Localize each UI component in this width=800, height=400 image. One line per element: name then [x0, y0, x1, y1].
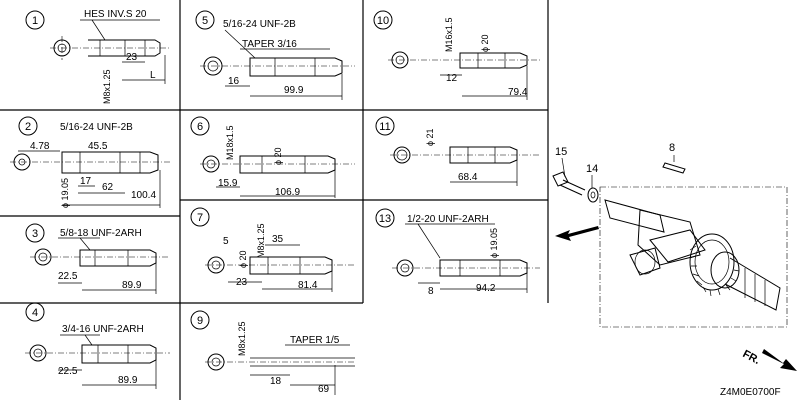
svg-text:ϕ 20: ϕ 20 [238, 250, 248, 268]
callout-14: 14 [586, 163, 598, 175]
svg-text:ϕ 21: ϕ 21 [425, 128, 435, 146]
svg-text:13: 13 [379, 213, 391, 225]
assembly-frame [599, 186, 788, 328]
panel-2: 2 5/16-24 UNF-2B 4.78 45.5 17 62 100.4 ϕ… [10, 116, 170, 208]
svg-text:45.5: 45.5 [88, 141, 108, 152]
direction-label: FR. [741, 348, 762, 367]
svg-text:4.78: 4.78 [30, 141, 50, 152]
svg-text:69: 69 [318, 384, 330, 395]
svg-text:94.2: 94.2 [476, 283, 496, 294]
panel-10: 10 M16x1.5 ϕ 20 12 79.4 [373, 10, 540, 100]
svg-text:8: 8 [428, 286, 434, 297]
svg-text:M18x1.5: M18x1.5 [225, 125, 235, 160]
svg-text:10: 10 [377, 15, 389, 27]
svg-text:100.4: 100.4 [131, 190, 156, 201]
index-circle [25, 10, 45, 30]
panel-1: 1 HES INV.S 20 23 L M8x1.25 [25, 9, 170, 104]
svg-text:15.9: 15.9 [218, 178, 238, 189]
svg-text:23: 23 [236, 277, 248, 288]
panel-5: 5 5/16-24 UNF-2B TAPER 3/16 16 99.9 [195, 10, 355, 100]
svg-text:18: 18 [270, 376, 282, 387]
drawing-code: Z4M0E0700F [720, 387, 781, 398]
svg-text:106.9: 106.9 [275, 187, 300, 198]
callout-8: 8 [669, 142, 675, 154]
panel-7: 7 5 ϕ 20 M8x1.25 35 23 81.4 [190, 207, 355, 292]
shaft-outline [88, 39, 161, 57]
key-icon [662, 162, 686, 174]
svg-text:5/8-18 UNF-2ARH: 5/8-18 UNF-2ARH [60, 228, 142, 239]
front-arrow-icon [762, 349, 797, 371]
washer-icon [587, 187, 599, 203]
panel-13: 13 1/2-20 UNF-2ARH ϕ 19.05 8 94.2 [375, 208, 540, 297]
svg-text:7: 7 [197, 212, 203, 224]
panel-6: 6 M18x1.5 ϕ 20 15.9 106.9 [190, 116, 355, 198]
panel-9: 9 M8x1.25 TAPER 1/5 18 69 [190, 310, 355, 395]
svg-text:4: 4 [32, 307, 38, 319]
svg-text:ϕ 19.05: ϕ 19.05 [60, 178, 70, 208]
svg-text:62: 62 [102, 182, 114, 193]
svg-text:ϕ 20: ϕ 20 [480, 34, 490, 52]
svg-text:M8x1.25: M8x1.25 [256, 223, 266, 258]
svg-text:89.9: 89.9 [118, 375, 138, 386]
svg-text:79.4: 79.4 [508, 87, 528, 98]
svg-text:16: 16 [228, 76, 240, 87]
bolt-head-icon [552, 171, 569, 187]
spec-label: HES INV.S 20 [84, 9, 147, 20]
svg-text:5: 5 [202, 15, 208, 27]
svg-text:12: 12 [446, 73, 458, 84]
svg-text:1/2-20 UNF-2ARH: 1/2-20 UNF-2ARH [407, 214, 489, 225]
svg-text:68.4: 68.4 [458, 172, 478, 183]
arrow-to-panels-icon [555, 226, 599, 241]
vert-m8: M8x1.25 [102, 69, 112, 104]
svg-text:ϕ 19.05: ϕ 19.05 [489, 228, 499, 258]
panel-4: 4 3/4-16 UNF-2ARH 22.5 89.9 [25, 302, 170, 389]
svg-text:5: 5 [223, 236, 229, 247]
callout-15: 15 [555, 146, 567, 158]
dim-23: 23 [126, 52, 138, 63]
svg-text:99.9: 99.9 [284, 85, 304, 96]
index-label: 1 [32, 15, 38, 27]
svg-text:11: 11 [379, 121, 390, 133]
svg-text:6: 6 [197, 121, 203, 133]
exploded-view: 15 14 8 FR. Z4M0E0700F [552, 142, 797, 398]
dim-L: L [150, 70, 156, 81]
svg-text:17: 17 [80, 176, 92, 187]
svg-text:89.9: 89.9 [122, 280, 142, 291]
svg-text:5/16-24 UNF-2B: 5/16-24 UNF-2B [223, 19, 296, 30]
svg-text:9: 9 [197, 315, 203, 327]
panel-11: 11 ϕ 21 68.4 [375, 116, 540, 186]
svg-text:2: 2 [25, 121, 31, 133]
svg-text:M8x1.25: M8x1.25 [237, 321, 247, 356]
svg-text:35: 35 [272, 234, 284, 245]
grid-lines [0, 0, 549, 400]
svg-text:3: 3 [32, 228, 38, 240]
svg-text:TAPER 3/16: TAPER 3/16 [242, 39, 297, 50]
panel-3: 3 5/8-18 UNF-2ARH 22.5 89.9 [25, 223, 170, 294]
svg-text:22.5: 22.5 [58, 366, 78, 377]
svg-text:22.5: 22.5 [58, 271, 78, 282]
svg-text:3/4-16 UNF-2ARH: 3/4-16 UNF-2ARH [62, 324, 144, 335]
svg-text:81.4: 81.4 [298, 280, 318, 291]
svg-text:5/16-24 UNF-2B: 5/16-24 UNF-2B [60, 122, 133, 133]
crankshaft-icon [604, 199, 781, 311]
svg-text:M16x1.5: M16x1.5 [444, 17, 454, 52]
svg-text:TAPER 1/5: TAPER 1/5 [290, 335, 340, 346]
